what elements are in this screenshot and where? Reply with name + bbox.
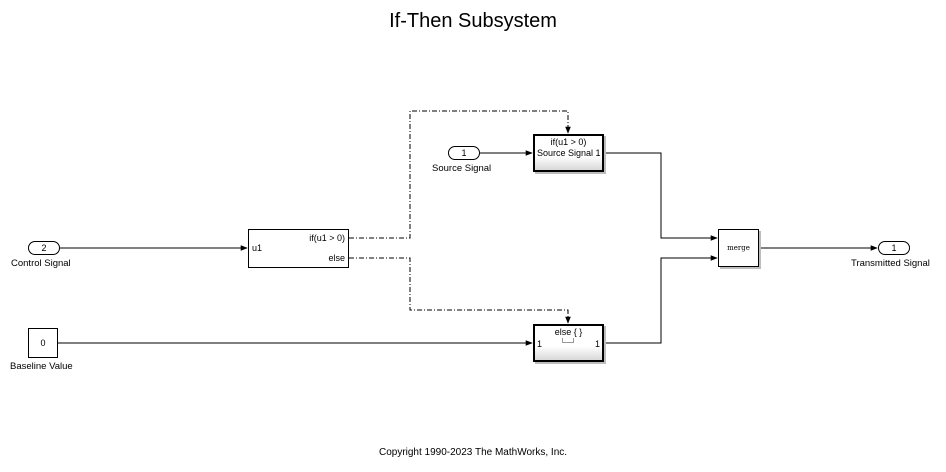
if-action-line — [349, 110, 571, 239]
copyright-notice: Copyright 1990-2023 The MathWorks, Inc. — [378, 447, 568, 458]
else-action-subsystem[interactable]: else { } 1 1 — [533, 324, 604, 362]
if-block-else-output-label: else — [328, 253, 345, 263]
transmitted-signal-label: Transmitted Signal — [851, 258, 930, 269]
baseline-value-label: Baseline Value — [10, 361, 73, 372]
merge-block[interactable]: merge — [718, 229, 759, 267]
if-action-port-labels: Source Signal 1 — [537, 148, 601, 158]
if-action-label: if(u1 > 0) — [550, 137, 587, 147]
source-signal-inport[interactable]: 1 — [448, 146, 480, 160]
constant-value: 0 — [40, 338, 46, 348]
outport-number: 1 — [891, 243, 897, 253]
if-block-input-label: u1 — [252, 243, 263, 253]
if-action-subsystem[interactable]: if(u1 > 0) Source Signal 1 — [533, 134, 604, 172]
else-action-out-port: 1 — [594, 339, 600, 349]
else-output-line — [604, 255, 718, 344]
if-block-if-output-label: if(u1 > 0) — [309, 233, 345, 243]
if-output-line — [604, 152, 718, 241]
control-signal-label: Control Signal — [11, 258, 71, 269]
merge-label: merge — [727, 244, 750, 252]
diagram-title: If-Then Subsystem — [389, 10, 557, 32]
else-action-label: else { } — [554, 327, 583, 337]
control-signal-port-number: 2 — [41, 243, 47, 253]
action-port-icon — [562, 338, 574, 343]
control-signal-inport[interactable]: 2 — [28, 241, 60, 255]
baseline-constant-block[interactable]: 0 — [28, 328, 58, 358]
else-action-line — [349, 257, 571, 324]
else-action-in-port: 1 — [537, 339, 543, 349]
source-signal-port-number: 1 — [461, 148, 467, 158]
transmitted-signal-outport[interactable]: 1 — [878, 241, 910, 255]
if-block[interactable]: u1 if(u1 > 0) else — [248, 229, 349, 268]
source-signal-label: Source Signal — [432, 163, 492, 174]
